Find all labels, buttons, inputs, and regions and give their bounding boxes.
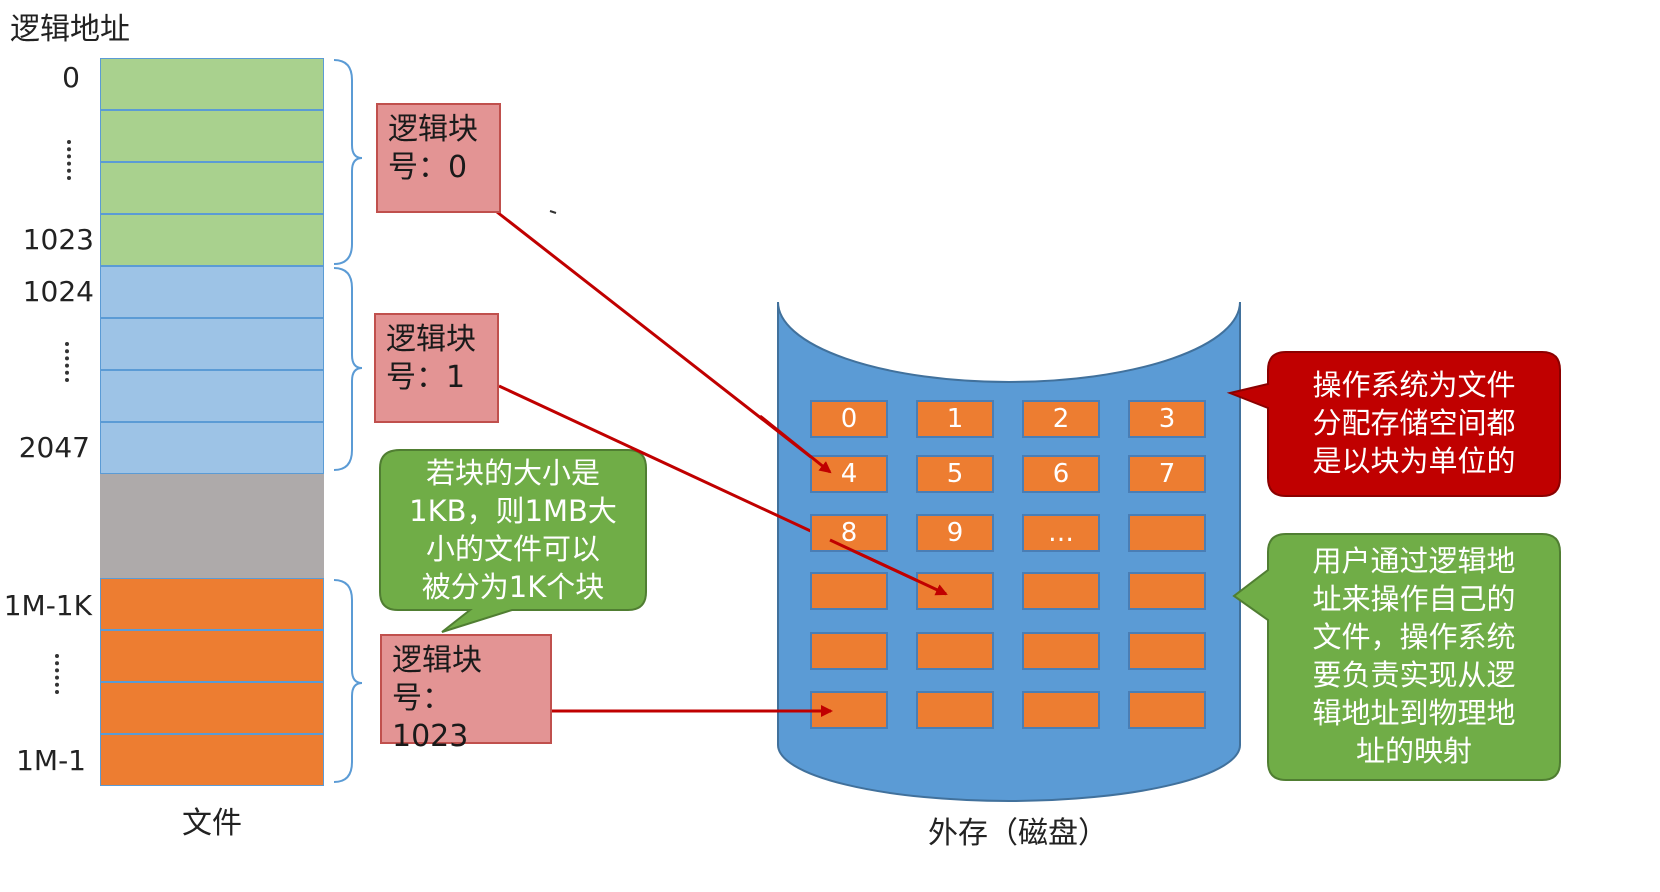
disk-block bbox=[810, 691, 888, 729]
disk-block: … bbox=[1022, 514, 1100, 552]
file-block-orange bbox=[100, 734, 324, 786]
address-label-1023: 1023 bbox=[22, 223, 94, 256]
disk-block: 9 bbox=[916, 514, 994, 552]
ellipsis-vertical bbox=[65, 342, 69, 382]
logical-block-0-line2: 号：0 bbox=[388, 150, 468, 185]
address-label-0: 0 bbox=[62, 61, 80, 94]
file-block-blue bbox=[100, 370, 324, 422]
brace-block-1 bbox=[333, 267, 363, 471]
file-block-blue bbox=[100, 266, 324, 318]
file-block-orange bbox=[100, 578, 324, 630]
disk-block: 2 bbox=[1022, 400, 1100, 438]
bubble-block-size-line: 1KB，则1MB大 bbox=[409, 494, 617, 528]
disk-block bbox=[916, 691, 994, 729]
bubble-user-line: 文件，操作系统 bbox=[1312, 620, 1516, 654]
file-block-green bbox=[100, 214, 324, 266]
file-block-blue bbox=[100, 422, 324, 474]
bubble-user-line: 址的映射 bbox=[1355, 734, 1472, 768]
disk-block: 5 bbox=[916, 455, 994, 493]
disk-block bbox=[1128, 632, 1206, 670]
bubble-user-line: 址来操作自己的 bbox=[1312, 582, 1516, 616]
address-label-1m-1: 1M-1 bbox=[16, 744, 86, 777]
bubble-block-size: 若块的大小是 1KB，则1MB大 小的文件可以 被分为1K个块 bbox=[384, 454, 642, 606]
disk-block bbox=[1022, 632, 1100, 670]
brace-block-0 bbox=[333, 59, 363, 265]
ellipsis-vertical bbox=[67, 140, 71, 180]
address-label-1024: 1024 bbox=[22, 275, 94, 308]
disk-block bbox=[1128, 691, 1206, 729]
disk-block bbox=[916, 632, 994, 670]
logical-block-1-line2: 号：1 bbox=[386, 360, 466, 395]
disk-block: 1 bbox=[916, 400, 994, 438]
brace-block-1023 bbox=[333, 579, 363, 783]
bubble-os: 操作系统为文件 分配存储空间都 是以块为单位的 bbox=[1272, 366, 1556, 480]
logical-block-0-line1: 逻辑块 bbox=[388, 112, 478, 147]
logical-block-0: 逻辑块 号：0 bbox=[376, 103, 501, 213]
disk-block bbox=[1128, 572, 1206, 610]
disk-block bbox=[916, 572, 994, 610]
bubble-block-size-line: 被分为1K个块 bbox=[421, 570, 605, 604]
bubble-user-line: 辑地址到物理地 bbox=[1312, 696, 1516, 730]
address-label-1m-1k: 1M-1K bbox=[3, 589, 92, 622]
bubble-os-line: 分配存储空间都 bbox=[1312, 406, 1516, 440]
logical-block-1023: 逻辑块号： 1023 bbox=[380, 634, 552, 754]
bubble-block-size-shape bbox=[379, 449, 647, 633]
file-block-orange bbox=[100, 630, 324, 682]
logical-block-1023-line1: 逻辑块号： bbox=[392, 643, 482, 716]
disk-block bbox=[810, 632, 888, 670]
file-block-green bbox=[100, 110, 324, 162]
disk-block: 8 bbox=[810, 514, 888, 552]
bubble-user-line: 用户通过逻辑地 bbox=[1312, 544, 1516, 578]
disk-block bbox=[1022, 691, 1100, 729]
file-block-column bbox=[100, 58, 326, 786]
disk-block: 0 bbox=[810, 400, 888, 438]
disk-block bbox=[810, 572, 888, 610]
bubble-os-shape bbox=[1226, 351, 1561, 497]
bubble-block-size-line: 若块的大小是 bbox=[425, 456, 600, 490]
file-block-orange bbox=[100, 682, 324, 734]
file-block-green bbox=[100, 162, 324, 214]
bubble-block-size-line: 小的文件可以 bbox=[425, 532, 600, 566]
disk-block: 3 bbox=[1128, 400, 1206, 438]
bubble-os-line: 操作系统为文件 bbox=[1312, 368, 1516, 402]
disk-block: 7 bbox=[1128, 455, 1206, 493]
bubble-os-line: 是以块为单位的 bbox=[1312, 444, 1516, 478]
disk-block: 4 bbox=[810, 455, 888, 493]
logical-block-1-line1: 逻辑块 bbox=[386, 322, 476, 357]
bubble-user-shape bbox=[1232, 533, 1561, 781]
address-label-2047: 2047 bbox=[18, 431, 90, 464]
disk-label: 外存（磁盘） bbox=[928, 816, 1108, 851]
disk-block bbox=[1128, 514, 1206, 552]
disk-block bbox=[1022, 572, 1100, 610]
logical-block-1023-line2: 1023 bbox=[392, 719, 469, 754]
file-block-green bbox=[100, 58, 324, 110]
disk-cylinder bbox=[777, 301, 1241, 802]
file-block-blue bbox=[100, 318, 324, 370]
ellipsis-vertical bbox=[55, 654, 59, 694]
logical-address-title: 逻辑地址 bbox=[10, 12, 130, 47]
disk-block: 6 bbox=[1022, 455, 1100, 493]
stray-mark bbox=[549, 210, 557, 214]
bubble-user-line: 要负责实现从逻 bbox=[1312, 658, 1516, 692]
file-label: 文件 bbox=[182, 806, 242, 841]
file-block-gap bbox=[100, 474, 324, 578]
logical-block-1: 逻辑块 号：1 bbox=[374, 313, 499, 423]
bubble-user: 用户通过逻辑地 址来操作自己的 文件，操作系统 要负责实现从逻 辑地址到物理地 … bbox=[1272, 542, 1556, 770]
